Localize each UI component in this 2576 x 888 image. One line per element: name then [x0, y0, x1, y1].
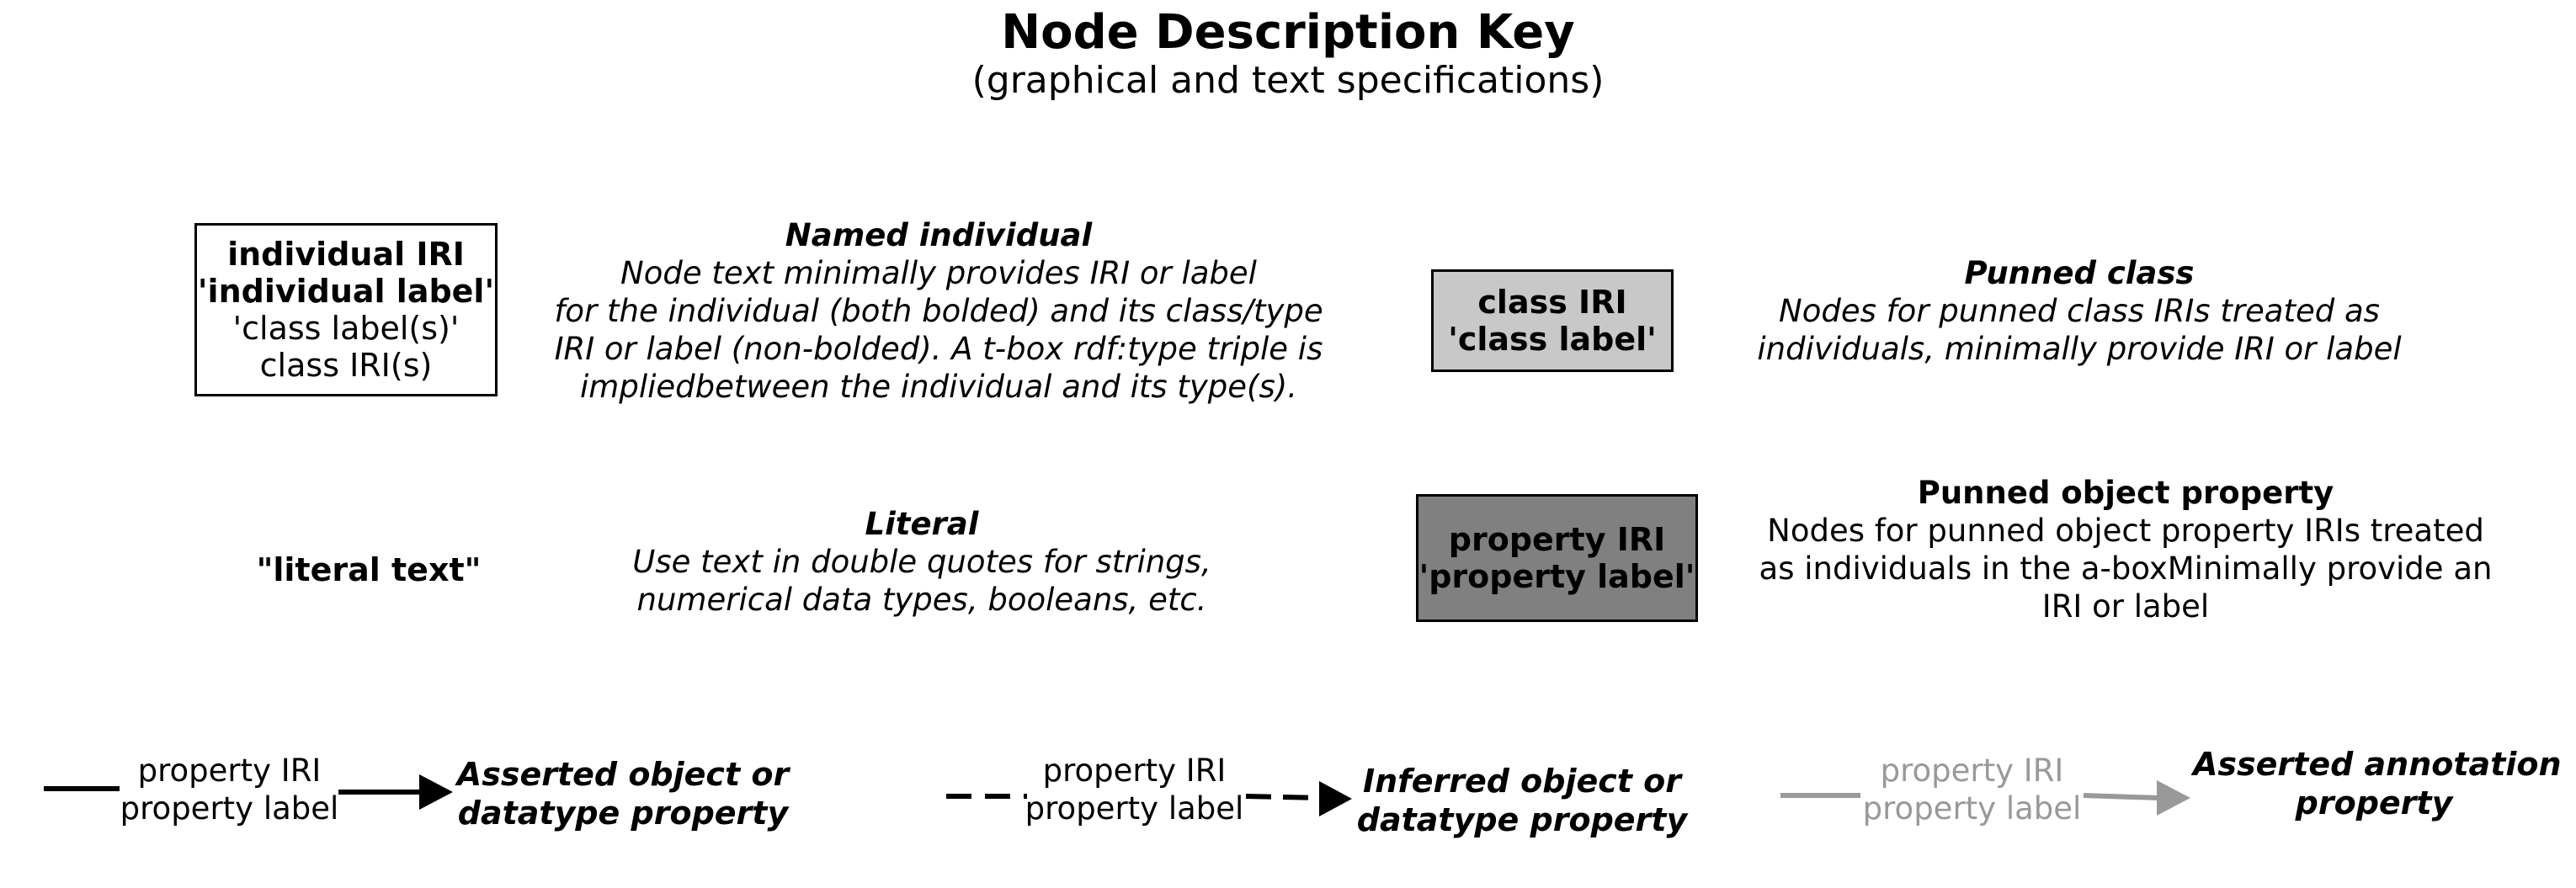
punned-object-property-heading: Punned object property [1917, 475, 2334, 511]
named-individual-heading: Named individual [785, 217, 1093, 253]
punned-object-property-line-2: as individuals in the a-boxMinimally pro… [1759, 550, 2493, 587]
named-individual-line-2: for the individual (both bolded) and its… [554, 293, 1323, 329]
punned-class-line-1: Nodes for punned class IRIs treated as [1779, 293, 2380, 329]
punned-class-line-2: individuals, minimally provide IRI or la… [1757, 331, 2402, 367]
literal-line-2: numerical data types, booleans, etc. [636, 582, 1207, 618]
asserted-edge-label-label: property label [120, 790, 339, 827]
inferred-edge-label-label: property label [1025, 790, 1244, 827]
inferred-edge-label: property IRI property label [1023, 752, 1246, 827]
punned-class-heading: Punned class [1964, 255, 2195, 291]
asserted-edge-arrowhead [419, 774, 453, 810]
class-labels-text: 'class label(s)' [232, 310, 460, 347]
annotation-edge-description-line-1: Asserted annotation [2193, 746, 2562, 783]
diagram-title: Node Description Key [1001, 5, 1575, 60]
asserted-edge-description-line-2: datatype property [457, 795, 789, 832]
individual-iri-text: individual IRI [227, 236, 465, 273]
individual-label-text: 'individual label' [197, 273, 495, 310]
named-individual-line-3: IRI or label (non-bolded). A t-box rdf:t… [554, 331, 1323, 367]
annotation-edge-label: property IRI property label [1860, 752, 2084, 827]
inferred-edge-label-iri: property IRI [1042, 752, 1227, 789]
class-iris-text: class IRI(s) [259, 347, 433, 384]
asserted-edge-label: property IRI property label [118, 752, 341, 827]
annotation-edge-label-iri: property IRI [1880, 752, 2064, 789]
asserted-edge-label-iri: property IRI [137, 752, 322, 789]
inferred-edge-arrowhead [1319, 781, 1352, 816]
named-individual-line-4: impliedbetween the individual and its ty… [580, 369, 1297, 405]
literal-description: Literal Use text in double quotes for st… [589, 505, 1254, 619]
annotation-edge-line-right [2083, 793, 2160, 800]
individual-node-example: individual IRI 'individual label' 'class… [194, 223, 498, 396]
punned-object-property-line-3: IRI or label [2041, 588, 2210, 625]
diagram-subtitle: (graphical and text specifications) [971, 59, 1605, 102]
annotation-edge-description: Asserted annotation property [2193, 745, 2562, 822]
annotation-edge-description-line-2: property [2295, 784, 2453, 822]
punned-class-description: Punned class Nodes for punned class IRIs… [1700, 254, 2458, 368]
inferred-edge-description-line-1: Inferred object or [1362, 763, 1682, 800]
inferred-edge-description-line-2: datatype property [1356, 801, 1688, 838]
punned-object-property-description: Punned object property Nodes for punned … [1726, 474, 2525, 625]
literal-node-example: "literal text" [256, 551, 482, 588]
annotation-edge-label-label: property label [1862, 790, 2082, 827]
asserted-edge-description: Asserted object or datatype property [455, 755, 791, 832]
punned-class-node-example: class IRI 'class label' [1431, 269, 1674, 372]
class-iri-text: class IRI [1477, 284, 1627, 321]
annotation-edge-arrowhead [2157, 780, 2190, 816]
punned-object-property-line-1: Nodes for punned object property IRIs tr… [1767, 513, 2484, 549]
punned-property-node-example: property IRI 'property label' [1416, 494, 1698, 622]
inferred-edge-description: Inferred object or datatype property [1354, 762, 1690, 839]
named-individual-line-1: Node text minimally provides IRI or labe… [620, 255, 1257, 291]
literal-line-1: Use text in double quotes for strings, [632, 544, 1211, 580]
named-individual-description: Named individual Node text minimally pro… [522, 216, 1355, 406]
asserted-edge-description-line-1: Asserted object or [456, 756, 790, 793]
literal-heading: Literal [865, 506, 979, 542]
class-label-text: 'class label' [1448, 321, 1657, 358]
property-iri-text: property IRI [1448, 521, 1666, 558]
property-label-text: 'property label' [1418, 558, 1695, 595]
inferred-edge-line-right [1245, 794, 1323, 800]
